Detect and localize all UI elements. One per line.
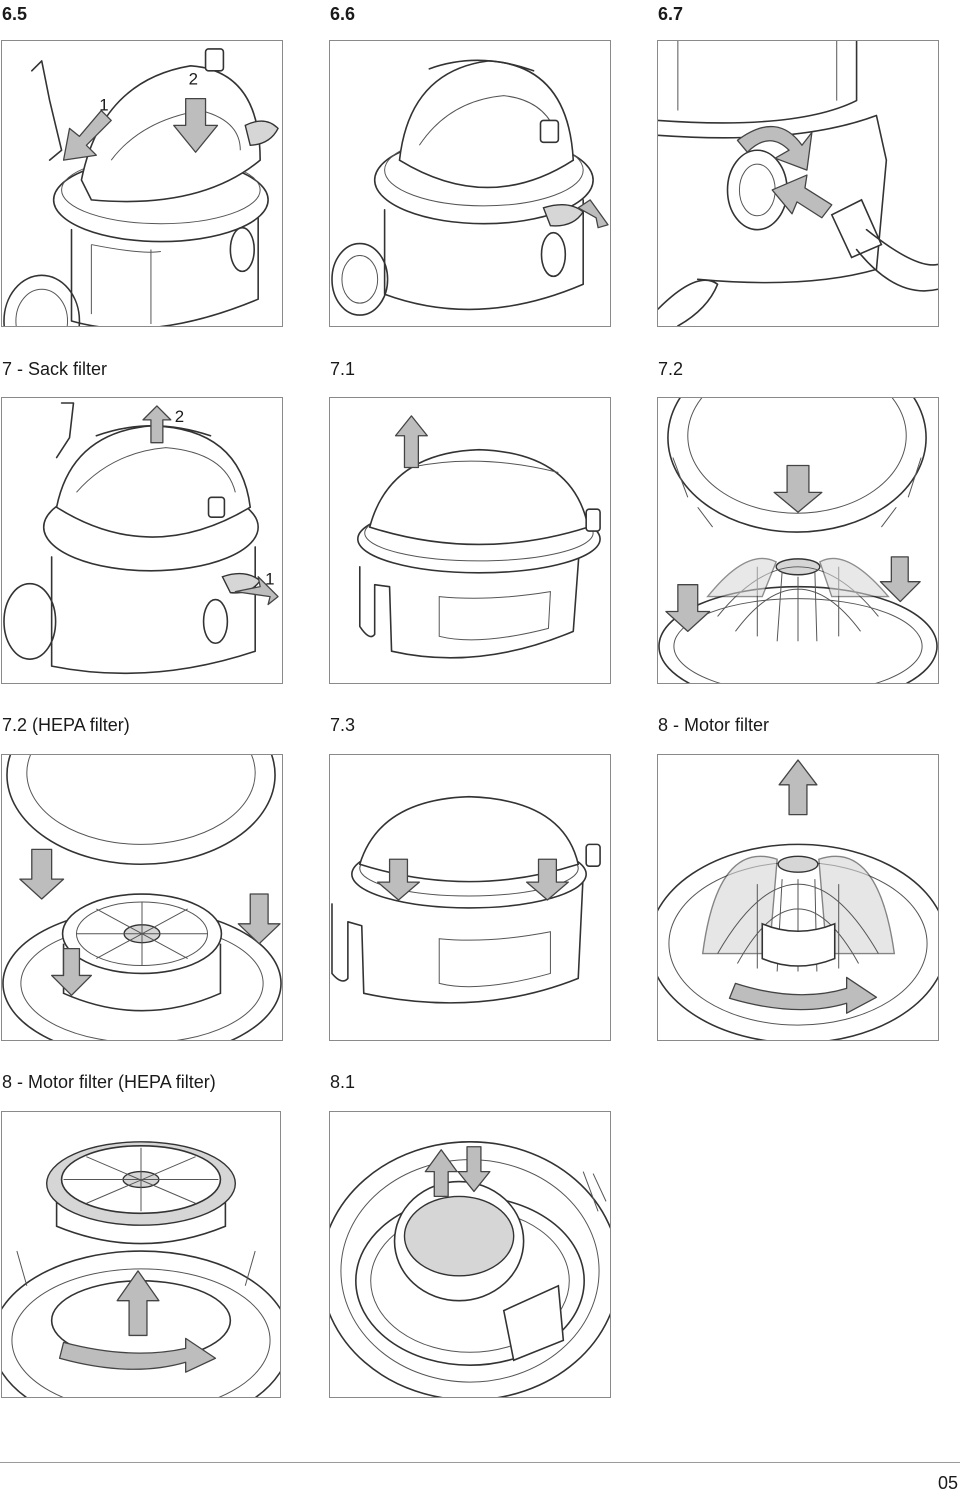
step-label-6-5: 6.5: [2, 4, 28, 24]
step-label-6-6: 6.6: [330, 4, 356, 24]
illustration-8-1: [329, 1111, 611, 1398]
illustration-6-6: [329, 40, 611, 327]
illustration-7-2: [657, 397, 939, 684]
callout-1: 1: [265, 570, 274, 589]
step-label-7-3: 7.3: [330, 715, 356, 735]
illustration-6-7: [657, 40, 939, 327]
illustration-8-hepa: [1, 1111, 281, 1398]
illustration-7: 2 1: [1, 397, 283, 684]
illustration-8: [657, 754, 939, 1041]
illustration-7-2-hepa: [1, 754, 283, 1041]
callout-1: 1: [99, 96, 108, 115]
step-label-8-1: 8.1: [330, 1072, 356, 1092]
illustration-7-1: [329, 397, 611, 684]
step-label-7-2: 7.2: [658, 359, 684, 379]
section-title-motor-filter-hepa: 8 - Motor filter (HEPA filter): [2, 1072, 216, 1092]
footer-rule: [0, 1462, 960, 1463]
illustration-6-5: 1 2: [1, 40, 283, 327]
callout-2: 2: [175, 407, 184, 426]
step-label-7-2-hepa: 7.2 (HEPA filter): [2, 715, 130, 735]
callout-2: 2: [189, 70, 198, 89]
step-label-7-1: 7.1: [330, 359, 356, 379]
section-title-sack-filter: 7 - Sack filter: [2, 359, 108, 379]
section-title-motor-filter: 8 - Motor filter: [658, 715, 770, 735]
step-label-6-7: 6.7: [658, 4, 684, 24]
page-number: 05: [937, 1473, 958, 1493]
illustration-7-3: [329, 754, 611, 1041]
